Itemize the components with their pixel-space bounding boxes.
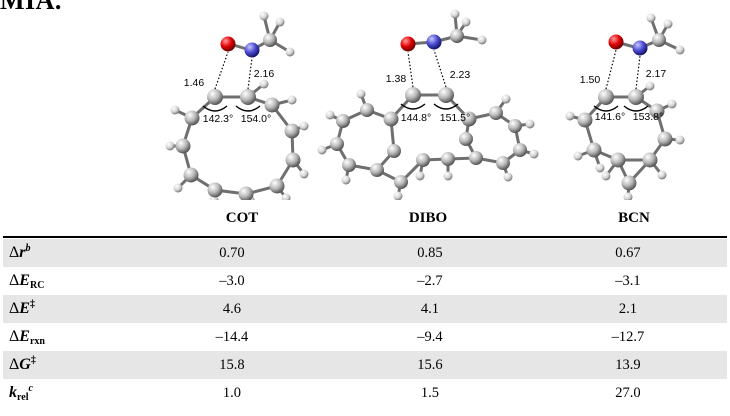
cot-distance-right: 2.16 (254, 68, 275, 80)
row-label: ΔE‡ (3, 295, 133, 323)
value-dibo: –2.7 (417, 272, 443, 289)
value-bcn: 0.67 (528, 239, 727, 267)
dibo-distance-left: 1.38 (386, 73, 407, 85)
value-dibo: –9.4 (417, 328, 443, 345)
value-bcn: –3.1 (615, 272, 641, 289)
table-row: ΔG‡ 15.8 15.6 13.9 (3, 351, 727, 379)
cot-atoms (165, 11, 309, 200)
molecular-structures: 1.46 2.16 142.3° 154.0° 1.38 2.23 144.8°… (165, 9, 685, 200)
compound-label-cot: COT (225, 210, 259, 226)
bcn-angle-left: 141.6° (595, 111, 625, 123)
row-label: Δrb (3, 239, 133, 267)
value-dibo: 0.85 (330, 239, 529, 267)
row-label: ΔERC (9, 272, 45, 291)
value-cot: 1.0 (222, 384, 242, 401)
cut-off-heading: MIA. (0, 0, 62, 15)
dibo-annotations (400, 49, 459, 110)
row-label: ΔErxn (9, 328, 45, 347)
value-bcn: 2.1 (528, 295, 727, 323)
bcn-atoms (565, 13, 685, 200)
value-cot: –14.4 (215, 328, 249, 345)
dibo-distance-right: 2.23 (450, 69, 471, 81)
dibo-angle-left: 144.8° (401, 112, 431, 124)
value-dibo: 1.5 (420, 384, 440, 401)
value-bcn: –12.7 (611, 328, 645, 345)
cot-distance-left: 1.46 (184, 77, 205, 89)
value-bcn: 13.9 (528, 351, 727, 379)
compound-label-bcn: BCN (618, 210, 650, 226)
dibo-angle-right: 151.5° (440, 112, 470, 124)
table-top-rule (3, 236, 727, 238)
bcn-angle-right: 153.8° (633, 111, 663, 123)
bcn-annotations (593, 49, 649, 112)
dibo-atoms (317, 9, 539, 200)
table-row: krelc 1.0 1.5 27.0 (3, 379, 727, 407)
compound-label-dibo: DIBO (408, 210, 448, 226)
value-dibo: 15.6 (330, 351, 529, 379)
value-dibo: 4.1 (330, 295, 529, 323)
row-label: ΔG‡ (3, 351, 133, 379)
value-bcn: 27.0 (615, 384, 641, 401)
value-cot: 4.6 (132, 295, 331, 323)
bcn-distance-left: 1.50 (580, 74, 601, 86)
row-label: krelc (9, 383, 33, 403)
table-row: ΔE‡ 4.6 4.1 2.1 (3, 295, 727, 323)
table-row: ΔERC –3.0 –2.7 –3.1 (3, 267, 727, 295)
bcn-distance-right: 2.17 (646, 68, 667, 80)
cot-angle-right: 154.0° (241, 113, 271, 125)
value-cot: –3.0 (219, 272, 245, 289)
value-cot: 0.70 (132, 239, 331, 267)
cot-annotations (202, 51, 261, 112)
cot-angle-left: 142.3° (203, 113, 233, 125)
table-row: Δrb 0.70 0.85 0.67 (3, 239, 727, 267)
energy-table: Δrb 0.70 0.85 0.67 ΔERC –3.0 –2.7 –3.1 Δ… (3, 239, 727, 407)
value-cot: 15.8 (132, 351, 331, 379)
table-row: ΔErxn –14.4 –9.4 –12.7 (3, 323, 727, 351)
